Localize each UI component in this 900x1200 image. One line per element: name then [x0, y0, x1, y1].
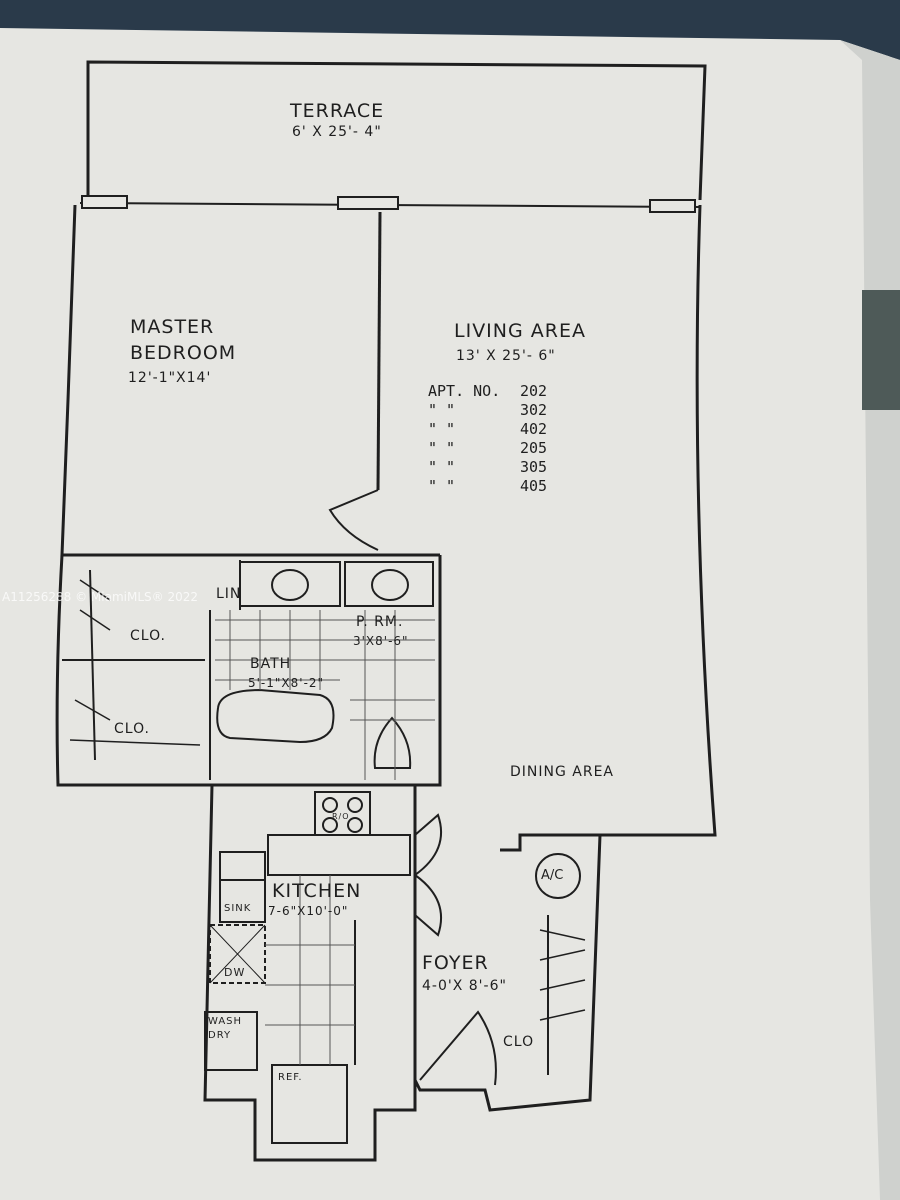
terrace-size: 6' X 25'- 4" [292, 124, 382, 140]
kitchen-label: KITCHEN [272, 880, 362, 902]
range-label: R/O [332, 812, 350, 821]
foyer-size: 4-0'X 8'-6" [422, 978, 507, 994]
foyer-closet-label: CLO [503, 1034, 535, 1050]
closet-upper-label: CLO. [130, 628, 166, 644]
terrace-label: TERRACE [290, 100, 385, 122]
living-area-label: LIVING AREA [454, 320, 586, 342]
bath-label: BATH [250, 656, 292, 672]
apt-number: 305 [520, 458, 548, 476]
apt-number: 402 [520, 420, 548, 438]
sink-label: SINK [224, 903, 252, 914]
master-bedroom-size: 12'-1"X14' [128, 370, 212, 386]
ac-label: A/C [541, 868, 564, 883]
apt-label: " " [428, 420, 456, 438]
washer-label-1: WASH [208, 1016, 243, 1027]
powder-room-label: P. RM. [356, 614, 404, 630]
apt-label: " " [428, 401, 456, 419]
apt-label: " " [428, 458, 456, 476]
apt-label: " " [428, 439, 456, 457]
apt-number: 302 [520, 401, 548, 419]
dark-background [0, 0, 900, 60]
kitchen-size: 7-6"X10'-0" [268, 904, 349, 918]
apt-label: " " [428, 477, 456, 495]
foyer-label: FOYER [422, 952, 489, 974]
living-area-size: 13' X 25'- 6" [456, 348, 556, 364]
apt-label: APT. NO. [428, 382, 501, 400]
apt-number: 205 [520, 439, 548, 457]
dishwasher-label: DW [224, 966, 246, 979]
washer-label-2: DRY [208, 1030, 232, 1041]
apt-number: 405 [520, 477, 548, 495]
dining-area-label: DINING AREA [510, 764, 615, 780]
master-bedroom-label-1: MASTER [130, 316, 215, 338]
bath-size: 5'-1"X8'-2" [248, 676, 325, 690]
linen-label: LIN [216, 586, 242, 602]
apt-number: 202 [520, 382, 548, 400]
closet-lower-label: CLO. [114, 721, 150, 737]
master-bedroom-label-2: BEDROOM [130, 342, 237, 364]
watermark: A11256288 © MiamiMLS® 2022 [2, 590, 198, 604]
powder-room-size: 3'X8'-6" [353, 634, 409, 648]
refrigerator-label: REF. [278, 1072, 303, 1083]
